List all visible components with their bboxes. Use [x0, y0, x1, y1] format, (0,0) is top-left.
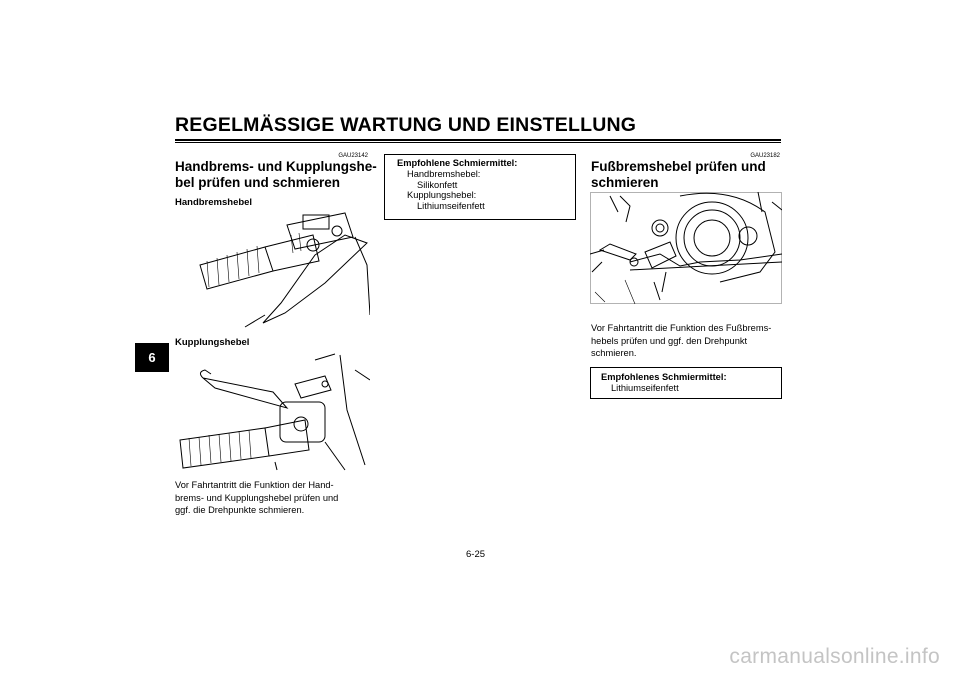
left-heading-line2: bel prüfen und schmieren [175, 175, 341, 190]
lubricant-box-item: Kupplungshebel: [407, 190, 477, 201]
left-section-heading: Handbrems- und Kupplungshe- bel prüfen u… [175, 159, 377, 191]
clutch-subheading: Kupplungshebel [175, 337, 250, 348]
lubricant-box-item: Handbremshebel: [407, 168, 481, 179]
right-paragraph-line: hebels prüfen und ggf. den Drehpunkt [591, 335, 748, 346]
handbrake-subheading: Handbremshebel [175, 197, 253, 208]
left-heading-line1: Handbrems- und Kupplungshe- [175, 159, 377, 174]
lubricant-box-value: Silikonfett [417, 179, 458, 190]
handbrake-lever-figure [199, 212, 370, 328]
chapter-tab: 6 [135, 343, 169, 372]
page-title: REGELMÄSSIGE WARTUNG UND EINSTELLUNG [175, 114, 637, 136]
lubricant-box-title: Empfohlene Schmiermittel: [397, 158, 518, 168]
left-paragraph-line: ggf. die Drehpunkte schmieren. [175, 505, 305, 516]
left-paragraph: Vor Fahrtantritt die Funktion der Hand- … [175, 479, 338, 517]
lubricant-box-pedal-title: Empfohlenes Schmiermittel: [601, 372, 727, 382]
brake-pedal-figure [590, 192, 782, 304]
right-section-heading: Fußbremshebel prüfen und schmieren [591, 159, 766, 191]
left-section-code: GAU23142 [338, 153, 368, 159]
title-rule [175, 139, 781, 141]
right-paragraph: Vor Fahrtantritt die Funktion des Fußbre… [591, 322, 771, 360]
lubricant-box-levers: Empfohlene Schmiermittel: Handbremshebel… [384, 154, 576, 220]
right-paragraph-line: schmieren. [591, 348, 637, 359]
lubricant-box-pedal-value: Lithiumseifenfett [611, 382, 679, 393]
right-section-code: GAU23182 [750, 153, 780, 159]
right-heading-line1: Fußbremshebel prüfen und [591, 159, 766, 174]
left-paragraph-line: Vor Fahrtantritt die Funktion der Hand- [175, 480, 334, 490]
right-paragraph-line: Vor Fahrtantritt die Funktion des Fußbre… [591, 323, 772, 333]
title-rule-thin [175, 142, 781, 143]
lubricant-box-pedal: Empfohlenes Schmiermittel: Lithiumseifen… [590, 367, 782, 399]
lubricant-box-value: Lithiumseifenfett [417, 201, 485, 212]
right-heading-line2: schmieren [591, 175, 659, 190]
watermark: carmanualsonline.info [729, 645, 940, 668]
clutch-lever-figure [179, 353, 370, 471]
page-number: 6-25 [466, 549, 486, 560]
left-paragraph-line: brems- und Kupplungshebel prüfen und [175, 492, 339, 503]
